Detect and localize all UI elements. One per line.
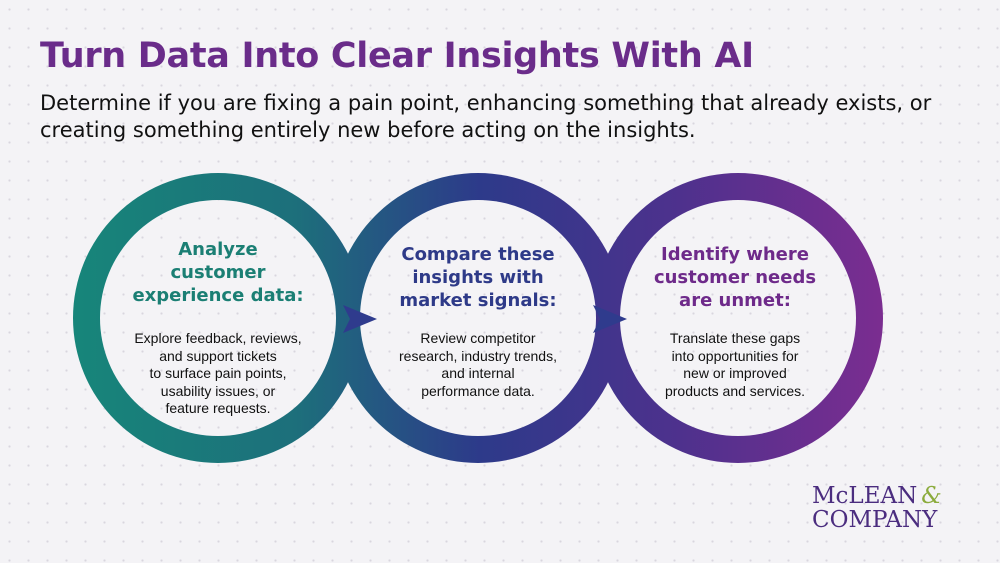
step-body-line: Explore feedback, reviews, (134, 330, 302, 346)
step-heading-line: insights with (412, 267, 544, 288)
company-logo: McLEAN& COMPANY (812, 484, 942, 532)
step-heading-line: Compare these (401, 244, 555, 265)
arrow-1-icon (343, 305, 377, 333)
step-heading-line: customer needs (653, 267, 817, 288)
step-heading-analyze: Analyze customer experience data: (118, 238, 318, 307)
step-body-line: usability issues, or (160, 382, 276, 399)
ring-band (60, 160, 900, 480)
step-panel-compare: Compare these insights with market signa… (376, 243, 580, 443)
logo-line-1: McLEAN (812, 483, 918, 509)
step-body-line: into opportunities for (671, 347, 799, 364)
step-body-line: new or improved (683, 365, 787, 381)
step-body-compare: Review competitor research, industry tre… (376, 330, 580, 400)
step-panel-identify: Identify where customer needs are unmet:… (630, 243, 840, 443)
step-body-line: Translate these gaps (669, 330, 801, 346)
step-body-line: and support tickets (159, 347, 277, 364)
logo-line-2: COMPANY (812, 507, 938, 533)
step-heading-compare: Compare these insights with market signa… (376, 243, 580, 312)
step-body-identify: Translate these gaps into opportunities … (630, 330, 840, 400)
step-panel-analyze: Analyze customer experience data: Explor… (118, 238, 318, 438)
step-heading-line: experience data: (132, 285, 304, 306)
step-heading-line: market signals: (399, 290, 557, 311)
page-subtitle: Determine if you are fixing a pain point… (40, 91, 932, 142)
step-body-line: products and services. (664, 382, 806, 399)
step-body-line: feature requests. (165, 400, 271, 416)
step-heading-line: Identify where (661, 244, 809, 265)
step-heading-line: are unmet: (679, 290, 791, 311)
step-heading-line: Analyze (178, 239, 258, 260)
step-body-line: Review competitor (420, 330, 536, 346)
page-title: Turn Data Into Clear Insights With AI (40, 36, 754, 76)
step-body-line: and internal (441, 365, 515, 381)
step-body-line: performance data. (421, 382, 535, 399)
step-body-analyze: Explore feedback, reviews, and support t… (118, 330, 318, 418)
step-body-line: research, industry trends, (399, 347, 557, 364)
step-heading-line: customer (170, 262, 266, 283)
logo-ampersand: & (921, 483, 942, 509)
step-heading-identify: Identify where customer needs are unmet: (630, 243, 840, 312)
step-body-line: to surface pain points, (149, 365, 287, 381)
arrow-2-icon (593, 305, 627, 333)
